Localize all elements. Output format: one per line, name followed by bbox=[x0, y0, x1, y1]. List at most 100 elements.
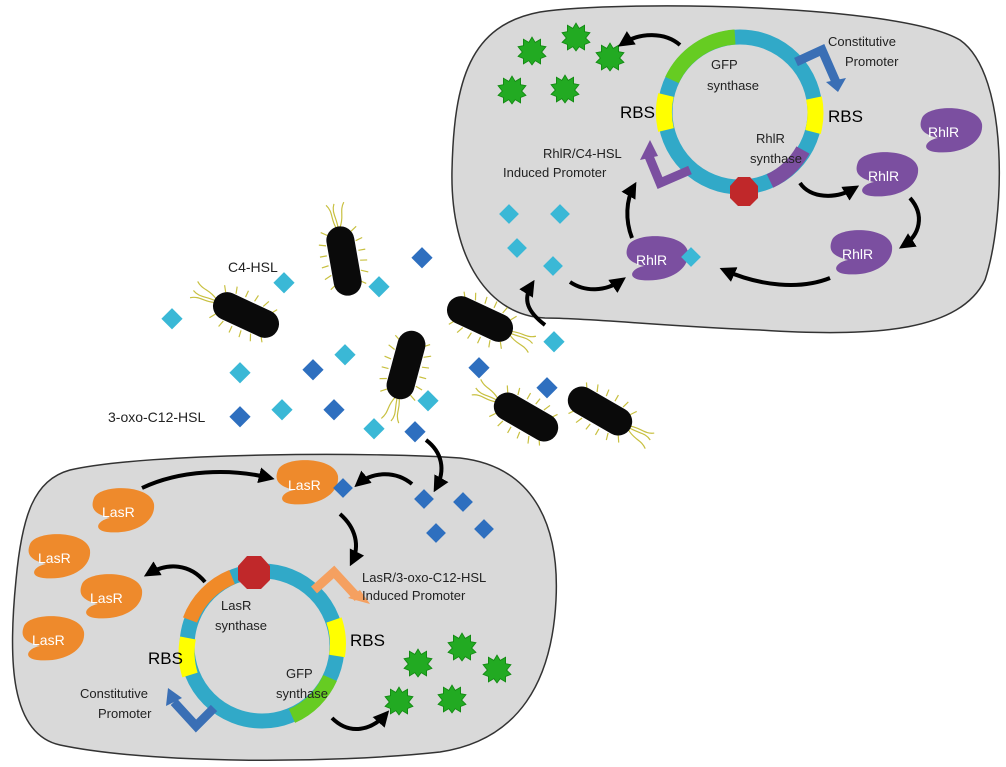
rbs-label: RBS bbox=[828, 107, 863, 126]
oxo-c12-hsl-molecule bbox=[404, 421, 426, 443]
flow-arrow bbox=[338, 512, 365, 567]
lasr-promoter-label: Induced Promoter bbox=[362, 588, 466, 603]
oxo-c12-hsl-molecule bbox=[302, 359, 324, 381]
oxo-c12-hsl-molecule bbox=[414, 489, 434, 509]
oxo-c12-hsl-label: 3-oxo-C12-HSL bbox=[108, 409, 205, 425]
svg-text:RhlR: RhlR bbox=[928, 124, 959, 140]
flow-arrow bbox=[898, 196, 921, 249]
bacterium bbox=[463, 367, 569, 456]
bacterium bbox=[183, 269, 289, 352]
constitutive-promoter-arrowhead bbox=[166, 688, 182, 706]
bacterium bbox=[368, 324, 438, 428]
flow-arrow bbox=[354, 470, 414, 488]
flow-arrow bbox=[330, 710, 390, 732]
oxo-c12-hsl-molecule bbox=[426, 523, 446, 543]
rhlr-gene-label: RhlR bbox=[756, 131, 785, 146]
constitutive-promoter-arrow bbox=[170, 698, 218, 733]
lasr-protein: LasR bbox=[22, 616, 85, 661]
rbs-block bbox=[805, 96, 824, 135]
oxo-c12-hsl-molecule bbox=[411, 247, 433, 269]
c4-hsl-molecule bbox=[334, 344, 356, 366]
lasr-gene-label: synthase bbox=[215, 618, 267, 633]
rbs-label: RBS bbox=[620, 103, 655, 122]
c4-hsl-molecule bbox=[161, 308, 183, 330]
terminator bbox=[238, 556, 270, 589]
gfp-gene-label: GFP bbox=[286, 666, 313, 681]
constitutive-promoter-arrowhead bbox=[826, 78, 846, 92]
rhlr-promoter-label: RhlR/C4-HSL bbox=[543, 146, 622, 161]
rhlr-promoter-arrow bbox=[643, 152, 692, 189]
rhlr-gene bbox=[766, 146, 810, 188]
svg-text:LasR: LasR bbox=[32, 632, 65, 648]
c4-hsl-molecule bbox=[543, 256, 563, 276]
oxo-c12-hsl-molecule bbox=[229, 406, 251, 428]
rbs-label: RBS bbox=[350, 631, 385, 650]
svg-text:RhlR: RhlR bbox=[868, 168, 899, 184]
c4-hsl-molecule bbox=[363, 418, 385, 440]
gfp-gene-label: GFP bbox=[711, 57, 738, 72]
svg-text:LasR: LasR bbox=[288, 477, 321, 493]
gfp-gene-label: synthase bbox=[276, 686, 328, 701]
rbs-block bbox=[326, 617, 346, 658]
c4-hsl-molecule bbox=[273, 272, 295, 294]
svg-text:RhlR: RhlR bbox=[842, 246, 873, 262]
flow-arrow bbox=[618, 31, 682, 47]
rhlr-protein: RhlR bbox=[920, 108, 983, 153]
svg-text:LasR: LasR bbox=[90, 590, 123, 606]
lasr-protein: LasR bbox=[28, 534, 91, 579]
lasr-promoter-arrowhead bbox=[348, 590, 370, 604]
c4-hsl-molecule bbox=[543, 331, 565, 353]
flow-arrow bbox=[798, 181, 860, 201]
flow-arrow bbox=[621, 181, 637, 239]
c4-hsl-molecule bbox=[229, 362, 251, 384]
terminator bbox=[730, 177, 758, 206]
oxo-c12-hsl-molecule bbox=[323, 399, 345, 421]
rhl-plasmid bbox=[656, 29, 824, 206]
constitutive-promoter-label: Promoter bbox=[845, 54, 899, 69]
rbs-block bbox=[178, 636, 198, 678]
constitutive-promoter-arrow bbox=[794, 43, 841, 84]
rhlr-protein: RhlR bbox=[830, 230, 893, 275]
c4-hsl-molecule bbox=[271, 399, 293, 421]
c4-hsl-molecule bbox=[417, 390, 439, 412]
gfp-gene bbox=[665, 29, 736, 84]
constitutive-promoter-label: Promoter bbox=[98, 706, 152, 721]
c4-hsl-molecule bbox=[368, 276, 390, 298]
lasr-promoter-arrow bbox=[310, 565, 362, 602]
svg-text:RhlR: RhlR bbox=[636, 252, 667, 268]
lasr-protein: LasR bbox=[92, 488, 155, 533]
gfp-gene-label: synthase bbox=[707, 78, 759, 93]
lasr-complex: LasR bbox=[276, 460, 353, 505]
c4-hsl-label: C4-HSL bbox=[228, 259, 278, 275]
oxo-c12-hsl-molecule bbox=[453, 492, 473, 512]
oxo-c12-hsl-molecule bbox=[474, 519, 494, 539]
rbs-block bbox=[656, 93, 674, 132]
gfp-gene bbox=[288, 674, 337, 723]
constitutive-promoter-label: Constitutive bbox=[80, 686, 148, 701]
rhlr-promoter-arrowhead bbox=[640, 140, 658, 160]
bacterium bbox=[557, 372, 663, 461]
svg-text:LasR: LasR bbox=[38, 550, 71, 566]
lasr-gene bbox=[182, 570, 236, 623]
lasr-promoter-label: LasR/3-oxo-C12-HSL bbox=[362, 570, 486, 585]
flow-arrow bbox=[519, 279, 547, 327]
svg-text:LasR: LasR bbox=[102, 504, 135, 520]
flow-arrow bbox=[141, 467, 275, 490]
flow-arrow bbox=[424, 438, 449, 493]
rhlr-gene-label: synthase bbox=[750, 151, 802, 166]
las-plasmid bbox=[178, 556, 346, 729]
flow-arrow bbox=[568, 277, 626, 293]
las-cell bbox=[11, 453, 558, 762]
rhlr-promoter-label: Induced Promoter bbox=[503, 165, 607, 180]
rhlr-protein: RhlR bbox=[856, 152, 919, 197]
oxo-c12-hsl-molecule bbox=[536, 377, 558, 399]
bacterium bbox=[310, 199, 374, 301]
constitutive-promoter-label: Constitutive bbox=[828, 34, 896, 49]
flow-arrow bbox=[143, 561, 207, 584]
lasr-gene-label: LasR bbox=[221, 598, 251, 613]
rbs-label: RBS bbox=[148, 649, 183, 668]
oxo-c12-hsl-molecule bbox=[468, 357, 490, 379]
flow-arrow bbox=[719, 267, 831, 287]
